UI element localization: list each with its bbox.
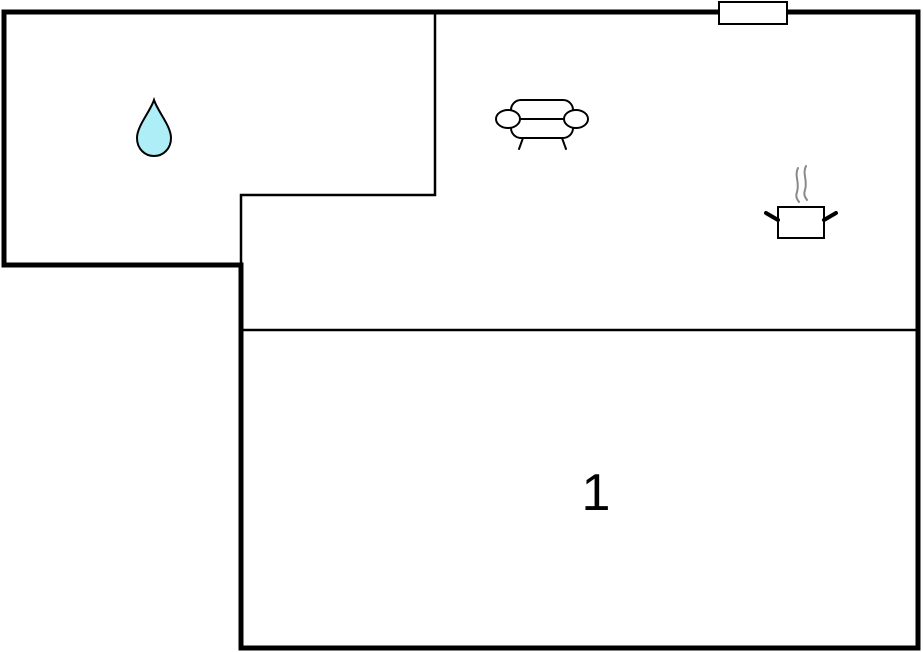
bathroom-partition-wall [239,12,437,265]
room-bathroom [1,9,438,268]
bathroom-outer-wall [1,9,438,268]
bedroom-number-label: 1 [582,464,611,522]
cooking-pot-icon [764,165,838,239]
water-drop-icon [135,96,173,158]
sofa-icon [495,99,589,150]
window-icon [718,1,788,25]
